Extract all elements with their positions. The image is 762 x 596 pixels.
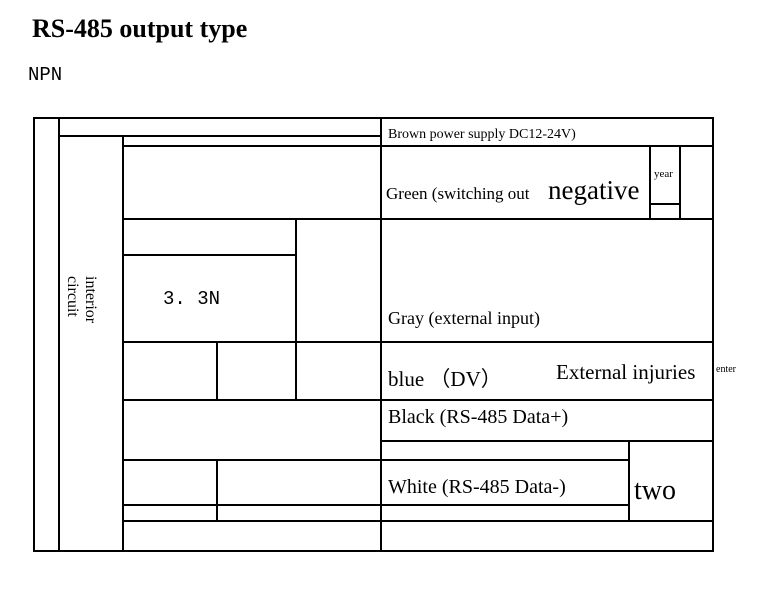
blue-wire-label: blue （DV） xyxy=(388,367,502,391)
outer-frame xyxy=(33,117,714,552)
year-annotation: year xyxy=(654,168,673,180)
green-wire-label: Green (switching out xyxy=(386,184,530,203)
negative-annotation: negative xyxy=(548,175,639,205)
page-title: RS-485 output type xyxy=(32,14,248,43)
interior-circuit-label-line1: interior xyxy=(82,276,99,324)
enter-annotation: enter xyxy=(716,364,737,375)
black-wire-label: Black (RS-485 Data+) xyxy=(388,406,568,428)
external-injuries-annotation: External injuries xyxy=(556,360,695,384)
two-annotation: two xyxy=(634,475,676,506)
brown-wire-label: Brown power supply DC12-24V) xyxy=(388,127,576,142)
gray-wire-label: Gray (external input) xyxy=(388,308,540,329)
internal-voltage-label: 3. 3N xyxy=(163,288,220,310)
white-wire-label: White (RS-485 Data-) xyxy=(388,476,566,498)
output-type-label: NPN xyxy=(28,64,63,86)
interior-circuit-label-line2: circuit xyxy=(64,276,81,317)
